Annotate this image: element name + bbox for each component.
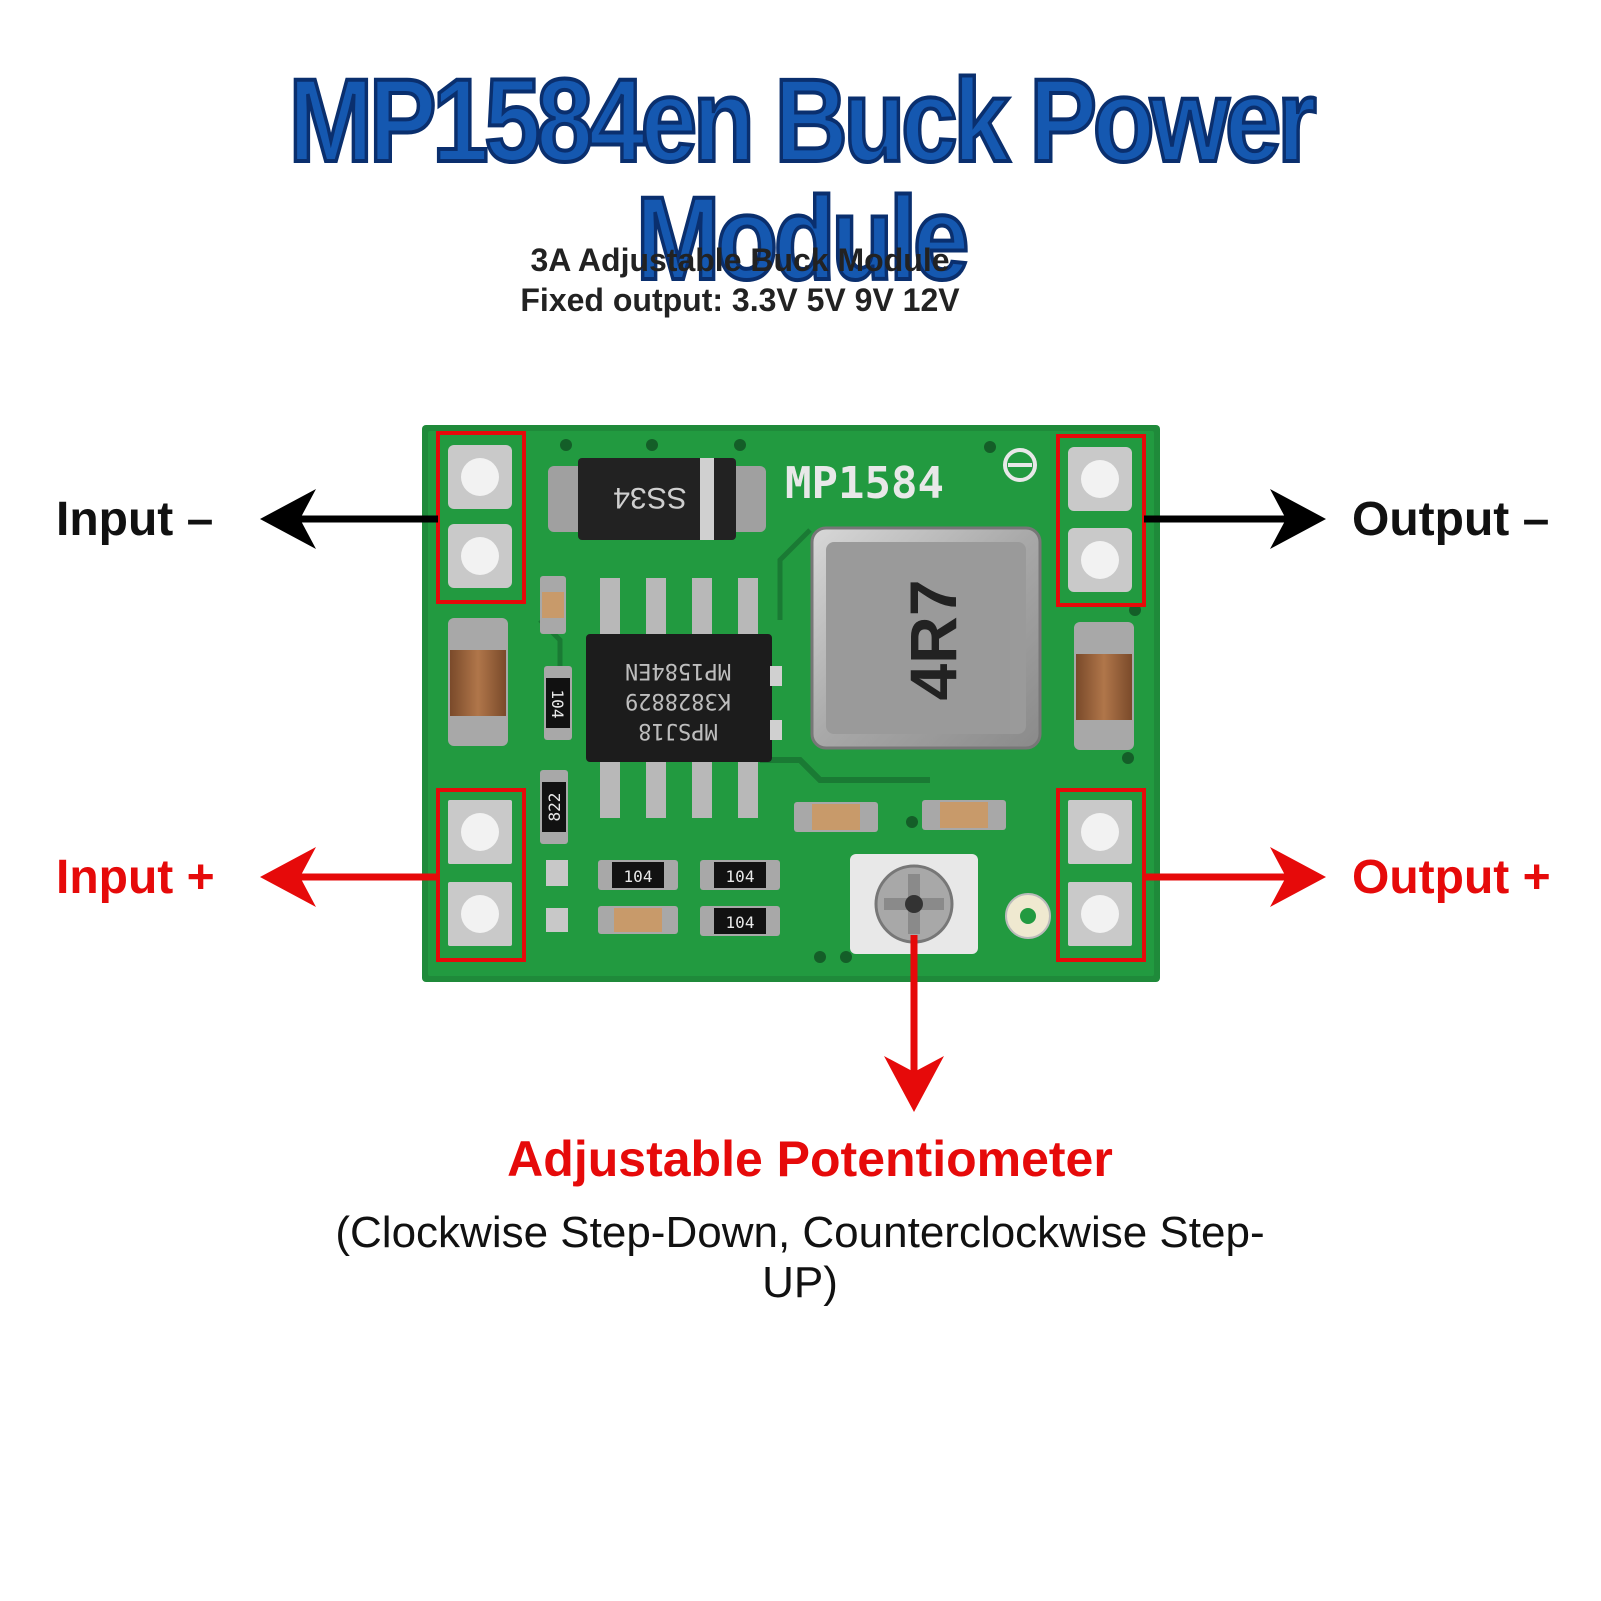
capacitor-mid-1 bbox=[794, 802, 878, 832]
small-capacitor bbox=[540, 576, 566, 634]
ic-chip bbox=[586, 578, 782, 818]
resistor-822-vertical bbox=[540, 770, 568, 844]
capacitor-mid-2 bbox=[922, 800, 1006, 830]
capacitor-bottom-small bbox=[598, 906, 678, 934]
potentiometer-title: Adjustable Potentiometer bbox=[507, 1131, 1113, 1187]
resistor-marking-e: 104 bbox=[726, 913, 755, 932]
resistor-marking-d: 104 bbox=[726, 867, 755, 886]
arrow-input-plus bbox=[260, 847, 438, 907]
pad-input-plus-2 bbox=[448, 882, 512, 946]
label-input-plus: Input + bbox=[56, 851, 215, 904]
pad-output-minus-1 bbox=[1068, 447, 1132, 511]
potentiometer-note: (Clockwise Step-Down, Counterclockwise S… bbox=[335, 1208, 1265, 1307]
arrow-output-plus bbox=[1144, 847, 1326, 907]
capacitor-output bbox=[1074, 622, 1134, 750]
pad-output-plus-1 bbox=[1068, 800, 1132, 864]
small-pad-1 bbox=[546, 860, 568, 886]
potentiometer bbox=[850, 854, 978, 954]
ground-symbol bbox=[1003, 448, 1037, 482]
ic-marking-2: K3828829 bbox=[625, 688, 731, 713]
small-pad-2 bbox=[546, 908, 568, 932]
pad-output-minus-2 bbox=[1068, 528, 1132, 592]
pad-input-plus-1 bbox=[448, 800, 512, 864]
silkscreen-label: MP1584 bbox=[785, 458, 944, 509]
arrow-output-minus bbox=[1144, 489, 1326, 549]
resistor-marking-c: 104 bbox=[624, 867, 653, 886]
resistor-104-vertical bbox=[544, 666, 572, 740]
resistor-marking-b: 822 bbox=[545, 793, 564, 822]
label-input-minus: Input – bbox=[56, 493, 214, 546]
arrow-potentiometer bbox=[884, 935, 944, 1112]
resistor-104-bottom-1 bbox=[598, 860, 678, 890]
pad-output-plus-2 bbox=[1068, 882, 1132, 946]
resistor-marking-a: 104 bbox=[548, 690, 567, 719]
capacitor-input bbox=[448, 618, 508, 746]
resistor-104-bottom-2 bbox=[700, 860, 780, 890]
resistor-104-bottom-3 bbox=[700, 906, 780, 936]
pad-input-minus-2 bbox=[448, 524, 512, 588]
label-output-plus: Output + bbox=[1352, 851, 1551, 904]
diode-marking: SS34 bbox=[613, 481, 686, 514]
test-point bbox=[1005, 893, 1051, 939]
inductor-4r7 bbox=[810, 526, 1042, 750]
arrow-input-minus bbox=[260, 489, 438, 549]
ic-marking-1: MPSJ18 bbox=[638, 718, 717, 743]
ic-marking-3: MP1584EN bbox=[625, 658, 731, 683]
page-title: MP1584en Buck Power Module bbox=[287, 55, 1319, 305]
subtitle-line-1: 3A Adjustable Buck Module bbox=[530, 242, 950, 278]
label-output-minus: Output – bbox=[1352, 493, 1550, 546]
pad-input-minus-1 bbox=[448, 445, 512, 509]
subtitle-line-2: Fixed output: 3.3V 5V 9V 12V bbox=[520, 282, 960, 318]
inductor-marking: 4R7 bbox=[896, 579, 970, 700]
diode-ss34 bbox=[548, 458, 766, 540]
